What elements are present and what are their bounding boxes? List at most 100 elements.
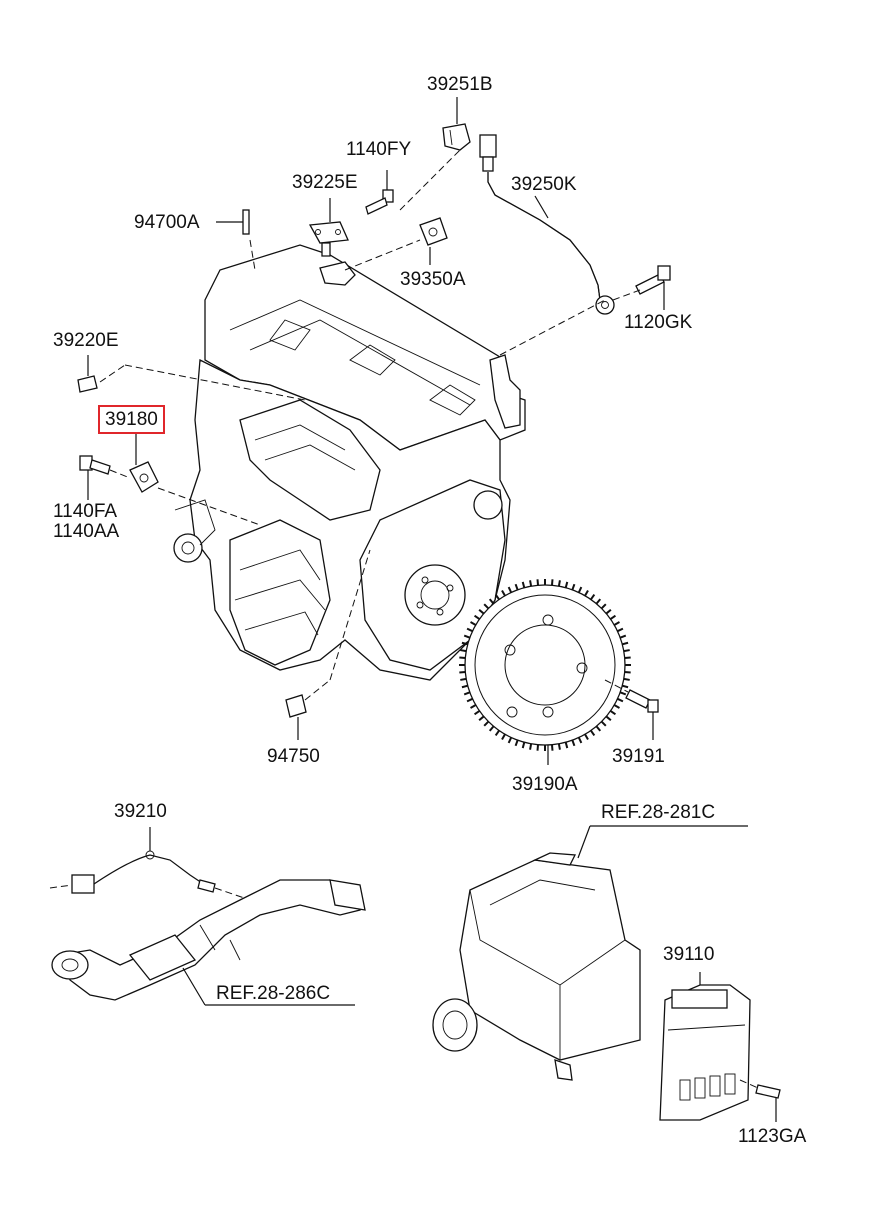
- ring-gear-tooth: [460, 649, 467, 653]
- ring-gear-tooth: [459, 656, 466, 660]
- ring-gear-tooth: [529, 743, 533, 750]
- ring-gear-tooth: [624, 670, 631, 674]
- ring-gear-tooth: [564, 581, 569, 588]
- label-39110[interactable]: 39110: [663, 944, 715, 965]
- ring-gear-tooth: [478, 715, 485, 722]
- ring-gear-tooth: [613, 704, 620, 709]
- ring-gear-tooth: [473, 710, 481, 716]
- ring-gear-tooth: [483, 603, 490, 610]
- label-1140FY[interactable]: 1140FY: [346, 139, 412, 160]
- label-94700A[interactable]: 94700A: [134, 212, 200, 233]
- ring-gear-tooth: [463, 634, 471, 639]
- ring-gear-tooth: [571, 739, 576, 747]
- ring-gear-tooth: [461, 684, 468, 689]
- ring-gear-tooth: [550, 579, 554, 586]
- label-39250K[interactable]: 39250K: [511, 174, 577, 195]
- ring-gear-tooth: [514, 583, 519, 591]
- ring-gear-tooth: [507, 737, 513, 744]
- part-39250K-drawing: [479, 134, 615, 315]
- ring-gear-tooth: [521, 581, 526, 588]
- ring-gear-tooth: [571, 583, 576, 591]
- ring-gear-tooth: [617, 697, 624, 703]
- ring-gear-tooth: [622, 684, 629, 689]
- label-39350A[interactable]: 39350A: [400, 269, 466, 290]
- part-39350A-drawing: [419, 217, 448, 246]
- ring-gear-tooth: [478, 608, 485, 615]
- label-94750[interactable]: 94750: [267, 746, 320, 767]
- ring-gear-tooth: [622, 641, 629, 646]
- ring-gear-tooth: [624, 656, 631, 660]
- ring-gear-tooth: [557, 580, 561, 587]
- ring-gear-tooth: [584, 733, 589, 740]
- ring-gear-tooth: [494, 593, 500, 601]
- part-39191-drawing: [625, 689, 659, 713]
- ring-gear-tooth: [488, 598, 495, 605]
- label-39251B[interactable]: 39251B: [427, 74, 493, 95]
- ring-gear-tooth: [617, 627, 624, 633]
- ring-gear-tooth: [605, 715, 612, 722]
- ring-gear-tooth: [623, 649, 630, 653]
- ring-gear-tooth: [470, 621, 477, 626]
- label-39190A[interactable]: 39190A: [512, 774, 578, 795]
- label-39220E[interactable]: 39220E: [53, 330, 119, 351]
- ring-gear-tooth: [459, 670, 466, 674]
- ring-gear-tooth: [613, 621, 620, 626]
- part-39180-drawing: [129, 461, 159, 493]
- part-39110-drawing: [659, 984, 751, 1121]
- part-1123GA-drawing: [755, 1084, 781, 1099]
- ring-gear-tooth: [564, 742, 569, 749]
- ring-gear-tooth: [514, 739, 519, 747]
- label-39191[interactable]: 39191: [612, 746, 665, 767]
- ring-gear-tooth: [609, 614, 617, 620]
- part-39190A-drawing: [459, 579, 631, 751]
- ring-gear-tooth: [483, 720, 490, 727]
- label-39180-highlighted[interactable]: 39180: [98, 405, 165, 434]
- ring-gear-tooth: [461, 641, 468, 646]
- ring-gear-tooth: [619, 634, 627, 639]
- ring-gear-tooth: [536, 579, 540, 586]
- part-1140FY-drawing: [365, 189, 394, 215]
- ring-gear-tooth: [507, 586, 513, 593]
- ring-gear-tooth: [529, 580, 533, 587]
- ring-gear-tooth: [557, 743, 561, 750]
- ring-gear-tooth: [623, 677, 630, 681]
- label-1123GA[interactable]: 1123GA: [738, 1126, 807, 1147]
- ring-gear-tooth: [536, 744, 540, 751]
- label-1120GK[interactable]: 1120GK: [624, 312, 693, 333]
- part-94700A-drawing: [242, 209, 250, 235]
- ring-gear-tooth: [466, 627, 473, 633]
- ring-gear-tooth: [577, 737, 583, 744]
- ring-gear-tooth: [501, 590, 506, 597]
- ring-gear-tooth: [463, 691, 471, 696]
- ring-gear-tooth: [577, 586, 583, 593]
- ref-label-28-281C[interactable]: REF.28-281C: [601, 802, 716, 823]
- ring-gear-tooth: [550, 744, 554, 751]
- part-39225E-drawing: [308, 221, 349, 257]
- ref-label-28-286C[interactable]: REF.28-286C: [216, 983, 331, 1004]
- ring-gear-tooth: [521, 742, 526, 749]
- ring-gear-tooth: [590, 729, 596, 737]
- ring-gear-tooth: [595, 598, 602, 605]
- ring-gear-tooth: [584, 590, 589, 597]
- label-39210[interactable]: 39210: [114, 801, 167, 822]
- part-39251B-drawing: [442, 123, 471, 151]
- ring-gear-tooth: [466, 697, 473, 703]
- ring-gear-tooth: [605, 608, 612, 615]
- ring-gear-tooth: [460, 677, 467, 681]
- ring-gear-tooth: [488, 725, 495, 732]
- label-1140FA[interactable]: 1140FA: [53, 501, 118, 522]
- ring-gear-tooth: [595, 725, 602, 732]
- ring-gear-tooth: [600, 603, 607, 610]
- part-1120GK-drawing: [635, 265, 671, 295]
- ring-gear-tooth: [473, 614, 481, 620]
- ring-gear-tooth: [590, 593, 596, 601]
- ring-gear-tooth: [600, 720, 607, 727]
- engine-assembly-drawing: [173, 244, 526, 681]
- part-94750-drawing: [285, 694, 307, 718]
- part-39220E-drawing: [77, 375, 98, 393]
- ring-gear-tooth: [619, 691, 627, 696]
- ring-gear-tooth: [609, 710, 617, 716]
- label-1140AA[interactable]: 1140AA: [53, 521, 120, 542]
- label-39225E[interactable]: 39225E: [292, 172, 358, 193]
